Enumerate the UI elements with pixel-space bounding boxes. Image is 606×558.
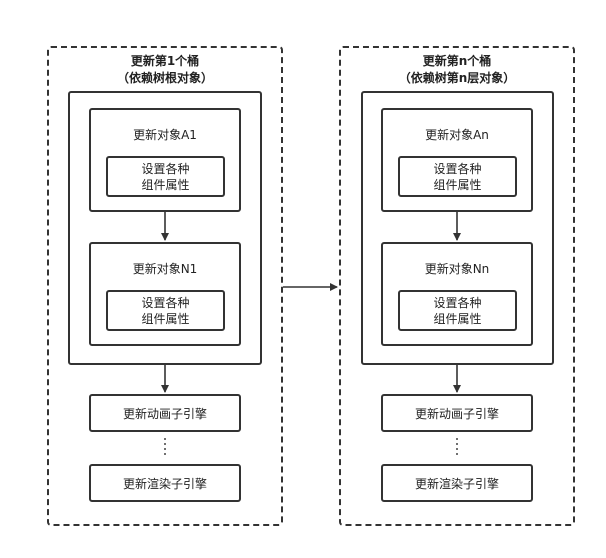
props-line-1: 设置各种 [141,161,190,176]
bucket-1-render-engine: 更新渲染子引擎 [89,464,241,502]
bucket-1-subtitle: （依赖树根对象） [116,71,213,85]
object-an-box: 更新对象An [381,108,533,212]
bucket-1: 更新第1个桶 （依赖树根对象） [47,46,283,526]
bucket-n: 更新第n个桶 （依赖树第n层对象） [339,46,575,526]
bucket-1-title: 更新第1个桶 [130,54,200,68]
object-a1-title: 更新对象A1 [133,128,197,142]
props-line-2: 组件属性 [433,311,482,326]
props-line-2: 组件属性 [433,177,482,192]
bucket-n-render-engine: 更新渲染子引擎 [381,464,533,502]
bucket-1-object-group [68,91,262,365]
bucket-n-animation-engine: 更新动画子引擎 [381,394,533,432]
props-line-1: 设置各种 [141,295,190,310]
object-an-props: 设置各种 组件属性 [398,156,517,197]
props-line-1: 设置各种 [433,295,482,310]
object-an-title: 更新对象An [425,128,489,142]
props-line-2: 组件属性 [141,177,190,192]
object-a1-box: 更新对象A1 [89,108,241,212]
object-a1-props: 设置各种 组件属性 [106,156,225,197]
bucket-n-subtitle: （依赖树第n层对象） [398,71,516,85]
bucket-n-object-group [361,91,554,365]
bucket-n-title: 更新第n个桶 [422,54,492,68]
props-line-2: 组件属性 [141,311,190,326]
object-n1-title: 更新对象N1 [132,262,198,276]
object-nn-box: 更新对象Nn [381,242,533,346]
object-n1-box: 更新对象N1 [89,242,241,346]
object-nn-title: 更新对象Nn [424,262,490,276]
object-n1-props: 设置各种 组件属性 [106,290,225,331]
props-line-1: 设置各种 [433,161,482,176]
object-nn-props: 设置各种 组件属性 [398,290,517,331]
bucket-1-animation-engine: 更新动画子引擎 [89,394,241,432]
